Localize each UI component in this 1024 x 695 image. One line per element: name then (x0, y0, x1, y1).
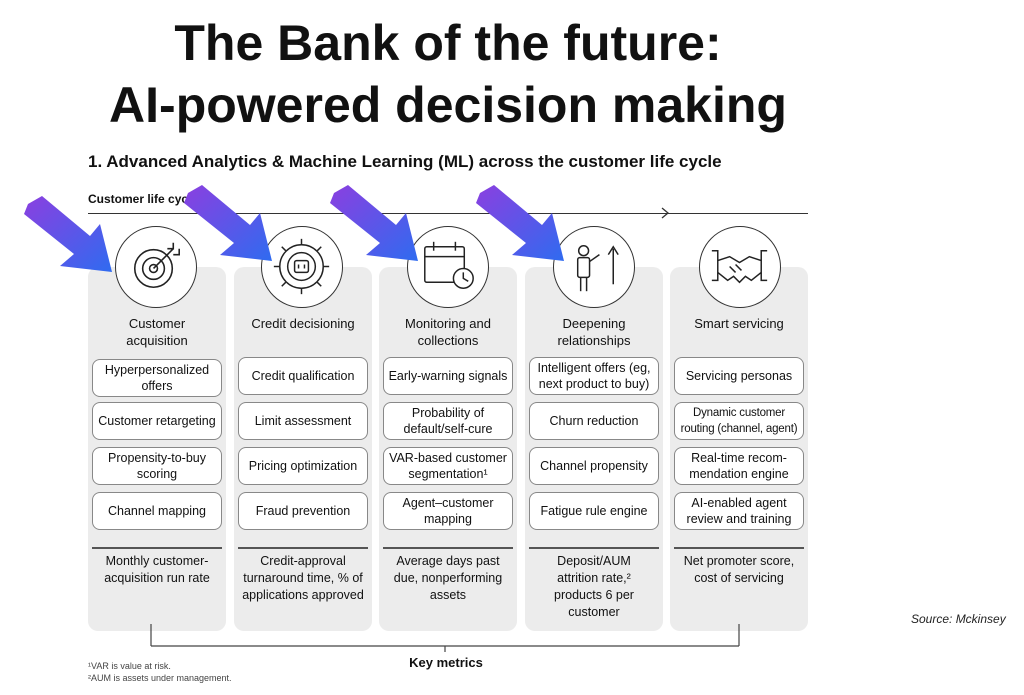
lever-box: Pricing optimization (238, 447, 368, 485)
lever-box: Dynamic customer routing (channel, agent… (674, 402, 804, 440)
page-title-line-1: The Bank of the future: (174, 15, 722, 71)
calendar-clock-icon (424, 241, 474, 289)
section-subtitle: 1. Advanced Analytics & Machine Learning… (88, 152, 722, 171)
target-icon (133, 242, 180, 289)
stage-title: Monitoring and collections (405, 316, 491, 348)
metric-divider (92, 547, 222, 549)
handshake-icon-circle (699, 226, 781, 308)
key-metrics-bracket (150, 624, 740, 652)
key-metric-text: Net promoter score, cost of servicing (683, 554, 795, 585)
gear-robot-icon-circle (261, 226, 343, 308)
calendar-clock-icon-circle (407, 226, 489, 308)
lever-box: Propensity-to-buy scoring (92, 447, 222, 485)
lever-box: Limit assessment (238, 402, 368, 440)
stage-title: Credit decisioning (251, 316, 355, 331)
handshake-icon (711, 249, 768, 284)
footnote-aum: ²AUM is assets under management. (88, 673, 232, 683)
highlight-arrow-icon (24, 196, 112, 272)
person-growth-icon (576, 245, 619, 292)
lever-box: Servicing personas (674, 357, 804, 395)
column-smart-servicing: Smart servicing Servicing personas Dynam… (670, 267, 808, 631)
key-metric-text: Credit-approval turnaround time, % of ap… (242, 554, 364, 602)
source-credit: Source: Mckinsey (911, 612, 1006, 626)
lever-box: Fatigue rule engine (529, 492, 659, 530)
highlight-arrow-icon (184, 185, 272, 261)
target-icon-circle (115, 226, 197, 308)
lever-box: Fraud prevention (238, 492, 368, 530)
stage-title: Customer acquisition (126, 316, 188, 348)
person-growth-icon-circle (553, 226, 635, 308)
lever-box: Intelligent offers (eg, next product to … (529, 357, 659, 395)
lever-box: Early-warning signals (383, 357, 513, 395)
highlight-arrow-icon (330, 185, 418, 261)
lever-box: Customer retargeting (92, 402, 222, 440)
chevron-right-icon (661, 207, 670, 219)
column-monitoring-collections: Monitoring and collections Early-warning… (379, 267, 517, 631)
lever-box: AI-enabled agent review and training (674, 492, 804, 530)
gear-robot-icon (273, 238, 330, 295)
lever-box: Probability of default/self-cure (383, 402, 513, 440)
stage-title: Deepening relationships (557, 316, 631, 348)
highlight-arrow-icon (476, 185, 564, 261)
stage-title: Smart servicing (694, 316, 784, 331)
metric-divider (238, 547, 368, 549)
page-title-line-2: AI-powered decision making (109, 77, 787, 133)
lever-box: Real-time recom-mendation engine (674, 447, 804, 485)
key-metrics-label: Key metrics (409, 655, 483, 670)
lever-box: Hyperpersonalized offers (92, 359, 222, 397)
key-metric-text: Deposit/AUM attrition rate,² products 6 … (554, 554, 634, 619)
lever-box: VAR-based customer segmentation¹ (383, 447, 513, 485)
lever-box: Credit qualification (238, 357, 368, 395)
footnote-var: ¹VAR is value at risk. (88, 661, 171, 671)
column-deepening-relationships: Deepening relationships Intelligent offe… (525, 267, 663, 631)
lever-box: Channel mapping (92, 492, 222, 530)
metric-divider (529, 547, 659, 549)
lever-box: Channel propensity (529, 447, 659, 485)
metric-divider (383, 547, 513, 549)
lifecycle-timeline (88, 213, 808, 214)
column-customer-acquisition: Customer acquisition Hyperpersonalized o… (88, 267, 226, 631)
key-metric-text: Monthly customer-acquisition run rate (104, 554, 210, 585)
lever-box: Churn reduction (529, 402, 659, 440)
lever-box: Agent–customer mapping (383, 492, 513, 530)
key-metric-text: Average days past due, nonperforming ass… (393, 554, 503, 602)
column-credit-decisioning: Credit decisioning Credit qualification … (234, 267, 372, 631)
metric-divider (674, 547, 804, 549)
lifecycle-label: Customer life cycle (88, 192, 199, 206)
